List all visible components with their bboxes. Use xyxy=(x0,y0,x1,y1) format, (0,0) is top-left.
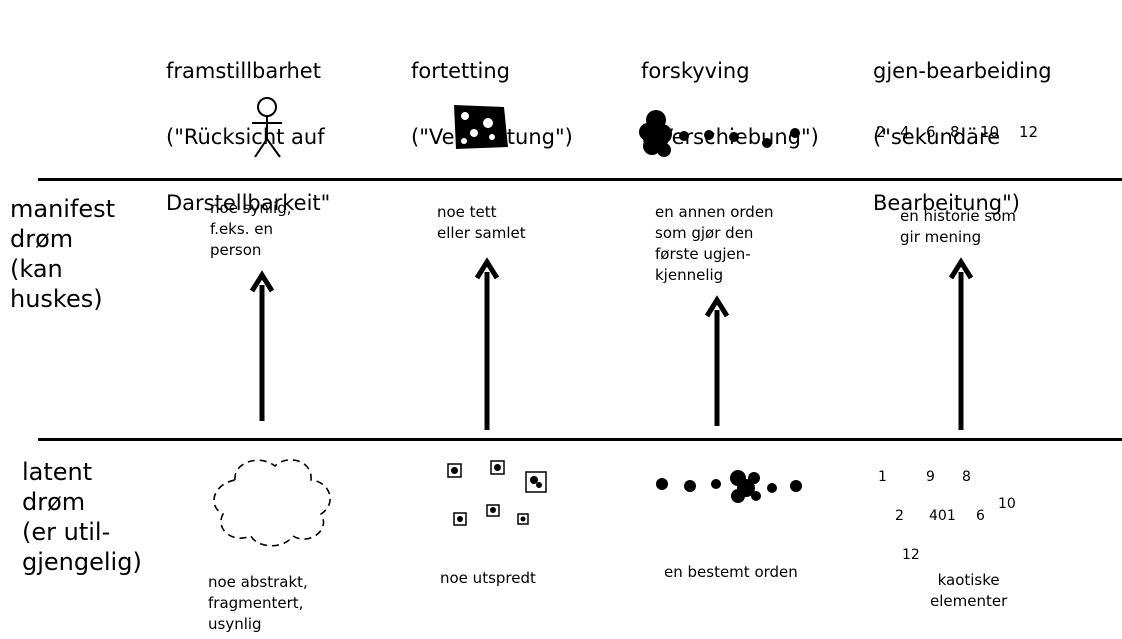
manifest-desc-framstillbarhet: noe synlig, f.eks. en person xyxy=(210,199,292,259)
dashed-cloud-icon xyxy=(213,459,331,547)
chaotic-number-401: 401 xyxy=(929,508,956,524)
ordered-dots-icon xyxy=(656,470,802,503)
manifest-desc-fortetting: noe tett eller samlet xyxy=(437,203,526,242)
latent-desc-forskyving: en bestemt orden xyxy=(664,563,798,581)
latent-desc-gjen-bearbeiding: kaotiske elementer xyxy=(930,571,1008,610)
chaotic-number-10: 10 xyxy=(998,496,1016,512)
stick-figure-icon xyxy=(252,97,282,158)
title-line: Bearbeitung") xyxy=(873,191,1020,215)
displaced-dots-icon xyxy=(639,110,800,157)
number-2: 2 xyxy=(876,123,886,141)
chaotic-number-1: 1 xyxy=(878,469,887,485)
title-line: ("Rücksicht auf xyxy=(166,125,325,149)
arrow-up-gjen-bearbeiding xyxy=(948,257,974,430)
title-gjen-bearbeiding: gjen-bearbeiding ("sekundäre Bearbeitung… xyxy=(873,16,1052,236)
number-10: 10 xyxy=(980,123,1000,141)
title-line: forskyving xyxy=(641,59,750,83)
chaotic-number-12: 12 xyxy=(902,547,920,563)
number-4: 4 xyxy=(900,123,910,141)
number-6: 6 xyxy=(926,123,936,141)
chaotic-number-6: 6 xyxy=(976,508,985,524)
title-framstillbarhet: framstillbarhet ("Rücksicht auf Darstell… xyxy=(166,16,330,236)
title-line: framstillbarhet xyxy=(166,59,321,83)
latent-desc-framstillbarhet: noe abstrakt, fragmentert, usynlig xyxy=(208,573,308,633)
condensed-block-icon xyxy=(454,105,508,149)
manifest-desc-gjen-bearbeiding: en historie som gir mening xyxy=(900,207,1016,246)
title-line: fortetting xyxy=(411,59,510,83)
number-8: 8 xyxy=(950,123,960,141)
chaotic-number-8: 8 xyxy=(962,469,971,485)
chaotic-number-2: 2 xyxy=(895,508,904,524)
title-line: gjen-bearbeiding xyxy=(873,59,1052,83)
manifest-dream-label: manifest drøm (kan huskes) xyxy=(10,195,116,313)
manifest-desc-forskyving: en annen orden som gjør den første ugjen… xyxy=(655,203,774,284)
manifest-divider-line xyxy=(38,178,1122,181)
scattered-boxes-icon xyxy=(447,460,547,526)
latent-dream-label: latent drøm (er util- gjengelig) xyxy=(22,458,142,576)
arrow-up-framstillbarhet xyxy=(249,270,275,421)
arrow-up-fortetting xyxy=(474,257,500,430)
latent-divider-line xyxy=(38,438,1122,441)
latent-desc-fortetting: noe utspredt xyxy=(440,569,536,587)
title-line: Darstellbarkeit" xyxy=(166,191,331,215)
title-line: ("sekundäre xyxy=(873,125,1001,149)
chaotic-number-9: 9 xyxy=(926,469,935,485)
arrow-up-forskyving xyxy=(704,295,730,426)
number-12: 12 xyxy=(1019,123,1039,141)
